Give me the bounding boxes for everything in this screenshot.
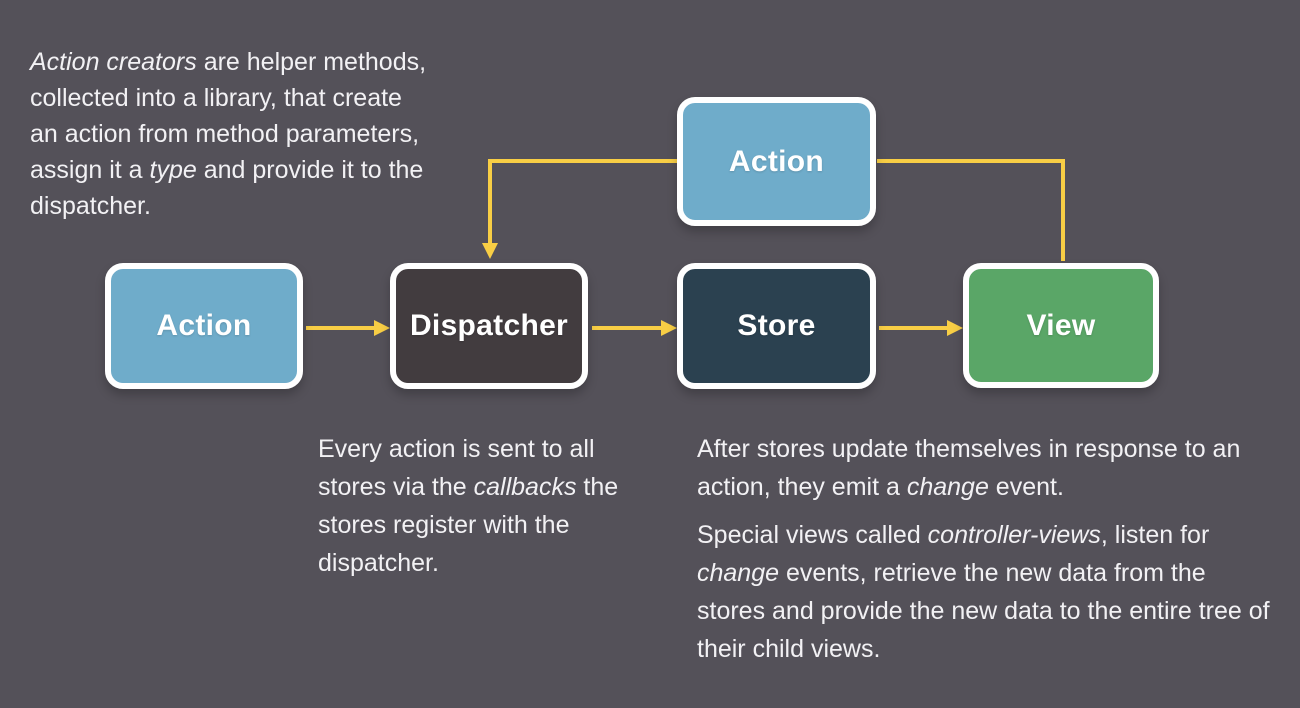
line-view-to-action-top (877, 159, 1065, 261)
note-view: Special views called controller-views, l… (697, 521, 1270, 663)
arrow-store-to-view (879, 320, 963, 336)
box-dispatcher: Dispatcher (390, 263, 588, 389)
note-action-creators: Action creators are helper methods, coll… (30, 48, 427, 220)
arrow-action-to-dispatcher (306, 320, 390, 336)
notes-store-view: After stores update themselves in respon… (697, 430, 1272, 678)
box-store: Store (677, 263, 876, 389)
box-store-label: Store (737, 309, 816, 342)
box-action-left: Action (105, 263, 303, 389)
box-dispatcher-label: Dispatcher (409, 309, 569, 342)
box-view: View (963, 263, 1159, 388)
box-view-label: View (1026, 308, 1096, 342)
box-action-left-label: Action (156, 309, 252, 342)
box-action-top: Action (677, 97, 876, 226)
arrow-action-top-to-dispatcher (482, 159, 677, 259)
arrow-dispatcher-to-store (592, 320, 677, 336)
note-store: After stores update themselves in respon… (697, 435, 1241, 501)
note-dispatcher: Every action is sent to all stores via t… (318, 435, 619, 577)
box-action-top-label: Action (728, 144, 825, 178)
